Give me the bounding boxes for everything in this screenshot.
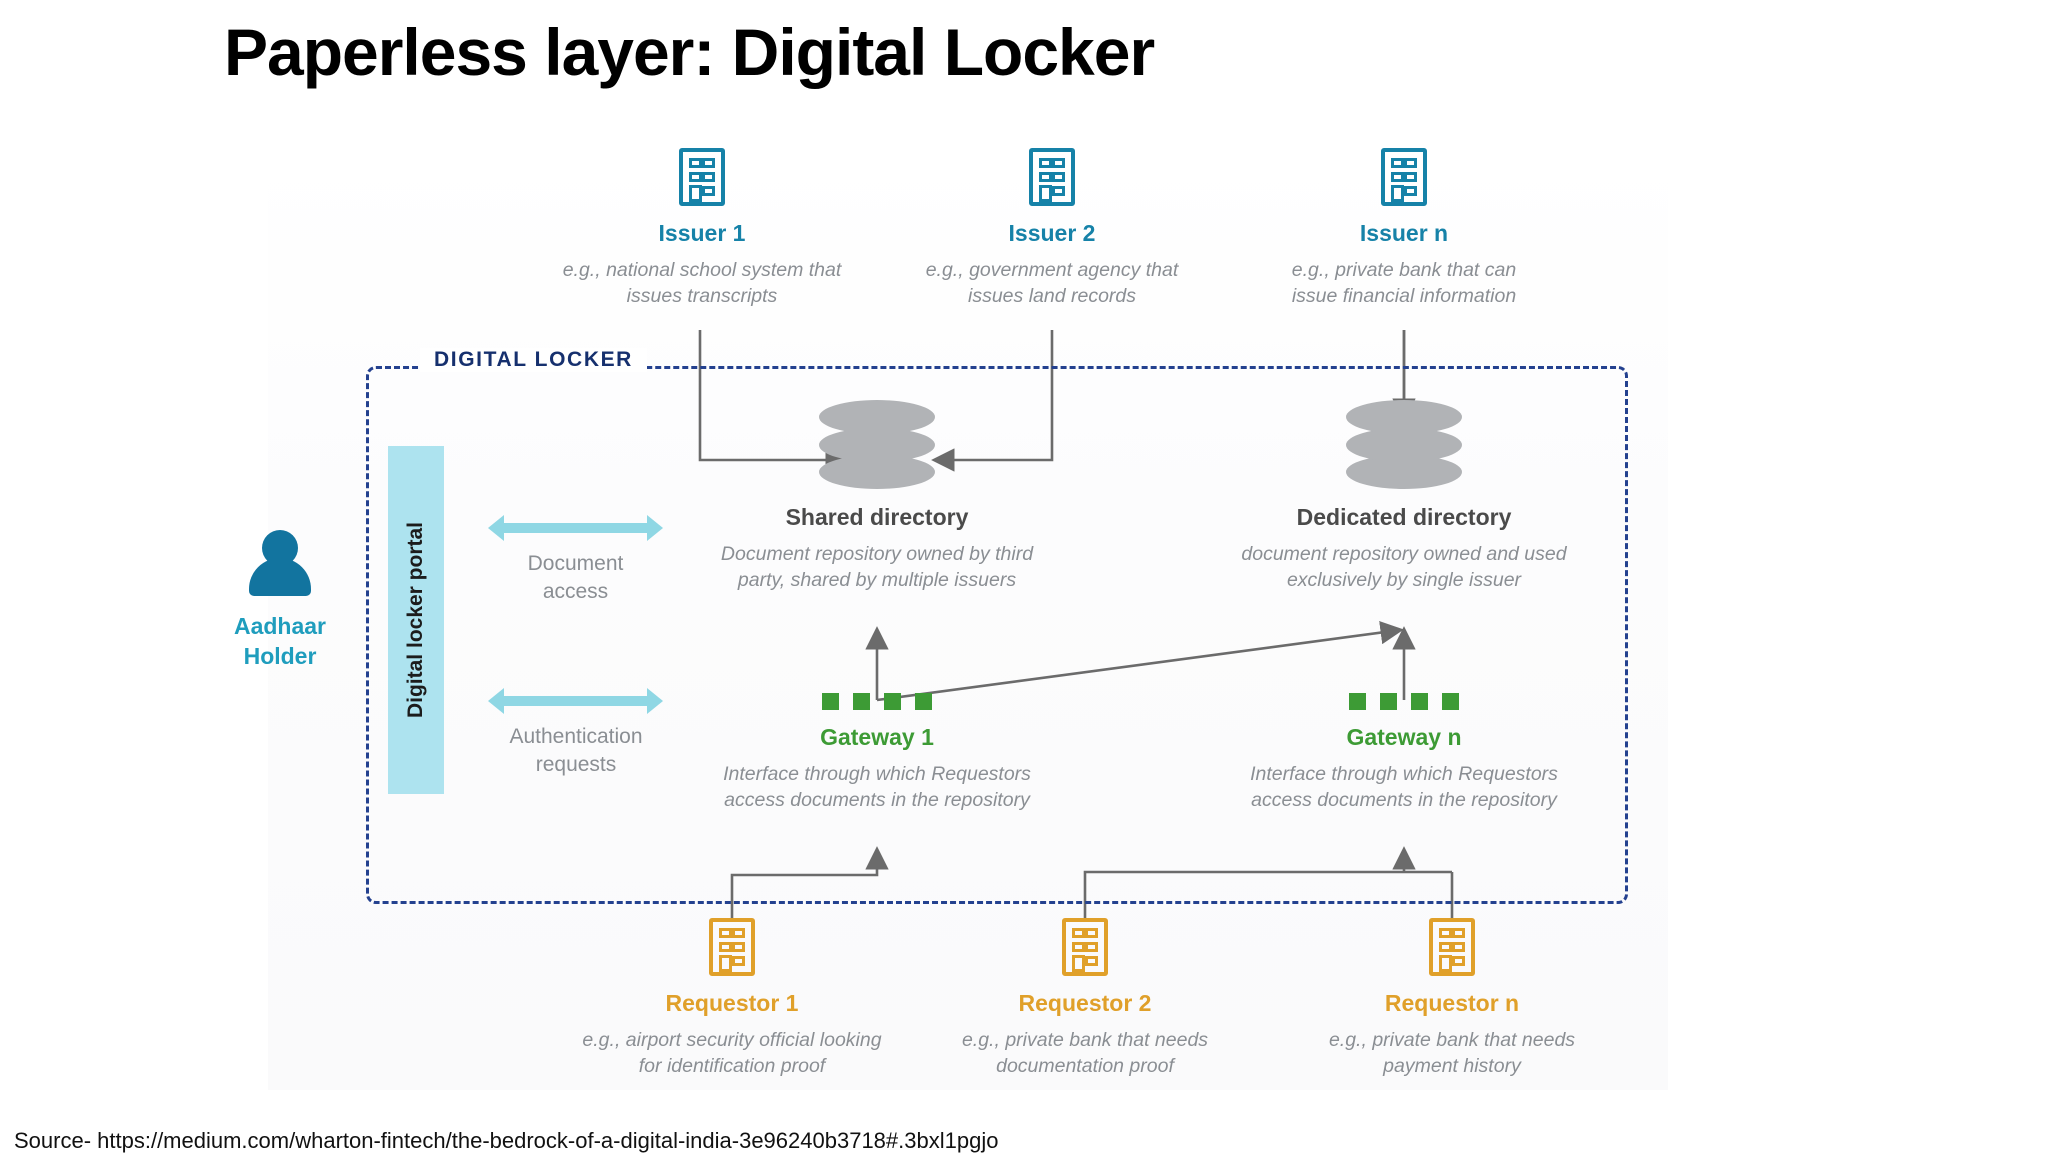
authentication-requests-caption: Authentication requests [470, 723, 682, 780]
gateway-n-description: Interface through which Requestors acces… [1224, 761, 1584, 814]
gateway-0-desc-line2: access documents in the repository [724, 789, 1030, 812]
issuer-1-label: Issuer 1 [658, 220, 746, 246]
requestor-2-desc-line1: e.g., private bank that needs [1328, 1029, 1576, 1051]
arrow-head-right-icon [647, 515, 663, 541]
issuer-1-description: e.g., national school system that issues… [552, 257, 852, 310]
gateway-1-node[interactable]: Gateway 1 Interface through which Reques… [697, 693, 1057, 814]
aadhaar-holder-node[interactable]: Aadhaar Holder [190, 530, 370, 672]
dedicated-directory-label: Dedicated directory [1296, 504, 1512, 530]
gateway-1-desc-line1: Interface through which Requestors [1250, 763, 1558, 785]
requestor-0-desc-line2: for identification proof [638, 1055, 826, 1078]
digital-locker-label: DIGITAL LOCKER [420, 348, 647, 372]
dedicated-directory-description: document repository owned and used exclu… [1222, 541, 1586, 594]
issuer-n-description: e.g., private bank that can issue financ… [1254, 257, 1554, 310]
requestor-1-desc-line2: documentation proof [996, 1055, 1174, 1078]
arrow-head-right-icon [647, 688, 663, 714]
gateway-squares-icon [697, 693, 1057, 710]
gateway-1-label: Gateway 1 [820, 724, 934, 750]
issuer-0-desc-line2: issues transcripts [626, 285, 778, 308]
requestor-0-desc-line1: e.g., airport security official looking [582, 1029, 882, 1051]
requestor-1-node[interactable]: Requestor 1 e.g., airport security offic… [582, 918, 882, 1080]
holder-name-line1: Aadhaar [233, 613, 327, 639]
issuer-n-label: Issuer n [1359, 220, 1449, 246]
issuer-n-node[interactable]: Issuer n e.g., private bank that can iss… [1254, 148, 1554, 310]
source-citation: Source- https://medium.com/wharton-finte… [14, 1128, 999, 1153]
requestor-n-node[interactable]: Requestor n e.g., private bank that need… [1302, 918, 1602, 1080]
flow-1-line2: requests [535, 753, 617, 777]
requestor-1-desc-line1: e.g., private bank that needs [961, 1029, 1209, 1051]
issuer-1-desc-line1: e.g., government agency that [925, 259, 1179, 281]
directory-1-desc-line1: document repository owned and used [1241, 543, 1567, 565]
issuer-1-desc-line2: issues land records [968, 285, 1136, 308]
arrow-head-left-icon [488, 688, 504, 714]
gateway-1-description: Interface through which Requestors acces… [697, 761, 1057, 814]
shared-directory-description: Document repository owned by third party… [697, 541, 1057, 594]
shared-directory-label: Shared directory [785, 504, 969, 530]
requestor-1-description: e.g., airport security official looking … [582, 1027, 882, 1080]
database-icon [1346, 400, 1462, 492]
portal-label: Digital locker portal [404, 521, 427, 719]
diagram-background [268, 150, 1668, 1090]
digital-locker-boundary [366, 366, 1628, 904]
directory-0-desc-line2: party, shared by multiple issuers [737, 569, 1017, 592]
issuer-1-node[interactable]: Issuer 1 e.g., national school system th… [552, 148, 852, 310]
gateway-n-node[interactable]: Gateway n Interface through which Reques… [1224, 693, 1584, 814]
flow-1-line1: Authentication [509, 725, 643, 748]
arrow-shaft [501, 523, 650, 533]
issuer-2-description: e.g., government agency that issues land… [902, 257, 1202, 310]
requestor-2-desc-line2: payment history [1383, 1055, 1521, 1078]
requestor-2-description: e.g., private bank that needs documentat… [935, 1027, 1235, 1080]
page-title: Paperless layer: Digital Locker [224, 15, 1155, 89]
requestor-2-node[interactable]: Requestor 2 e.g., private bank that need… [935, 918, 1235, 1080]
person-icon [249, 530, 311, 596]
authentication-requests-arrow [488, 688, 663, 714]
gateway-squares-icon [1224, 693, 1584, 710]
flow-0-line1: Document [527, 552, 624, 575]
building-icon [709, 918, 755, 976]
gateway-n-label: Gateway n [1346, 724, 1462, 750]
dedicated-directory-node[interactable]: Dedicated directory document repository … [1222, 400, 1586, 594]
requestor-n-label: Requestor n [1384, 990, 1520, 1016]
gateway-0-desc-line1: Interface through which Requestors [723, 763, 1031, 785]
directory-0-desc-line1: Document repository owned by third [720, 543, 1034, 565]
document-access-arrow [488, 515, 663, 541]
flow-0-line2: access [542, 580, 609, 604]
holder-name-line2: Holder [243, 642, 317, 669]
requestor-2-label: Requestor 2 [1018, 990, 1152, 1016]
building-icon [679, 148, 725, 206]
issuer-2-label: Issuer 2 [1008, 220, 1096, 246]
issuer-2-desc-line2: issue financial information [1291, 285, 1517, 308]
digital-locker-portal-bar[interactable]: Digital locker portal [388, 446, 444, 794]
requestor-1-label: Requestor 1 [665, 990, 799, 1016]
issuer-2-desc-line1: e.g., private bank that can [1291, 259, 1517, 281]
building-icon [1062, 918, 1108, 976]
requestor-n-description: e.g., private bank that needs payment hi… [1302, 1027, 1602, 1080]
building-icon [1029, 148, 1075, 206]
shared-directory-node[interactable]: Shared directory Document repository own… [697, 400, 1057, 594]
database-icon [819, 400, 935, 492]
issuer-0-desc-line1: e.g., national school system that [562, 259, 842, 281]
directory-1-desc-line2: exclusively by single issuer [1286, 569, 1522, 592]
aadhaar-holder-label: Aadhaar Holder [190, 612, 370, 672]
document-access-caption: Document access [488, 550, 663, 607]
building-icon [1429, 918, 1475, 976]
arrow-head-left-icon [488, 515, 504, 541]
building-icon [1381, 148, 1427, 206]
issuer-2-node[interactable]: Issuer 2 e.g., government agency that is… [902, 148, 1202, 310]
gateway-1-desc-line2: access documents in the repository [1251, 789, 1557, 812]
arrow-shaft [501, 696, 650, 706]
